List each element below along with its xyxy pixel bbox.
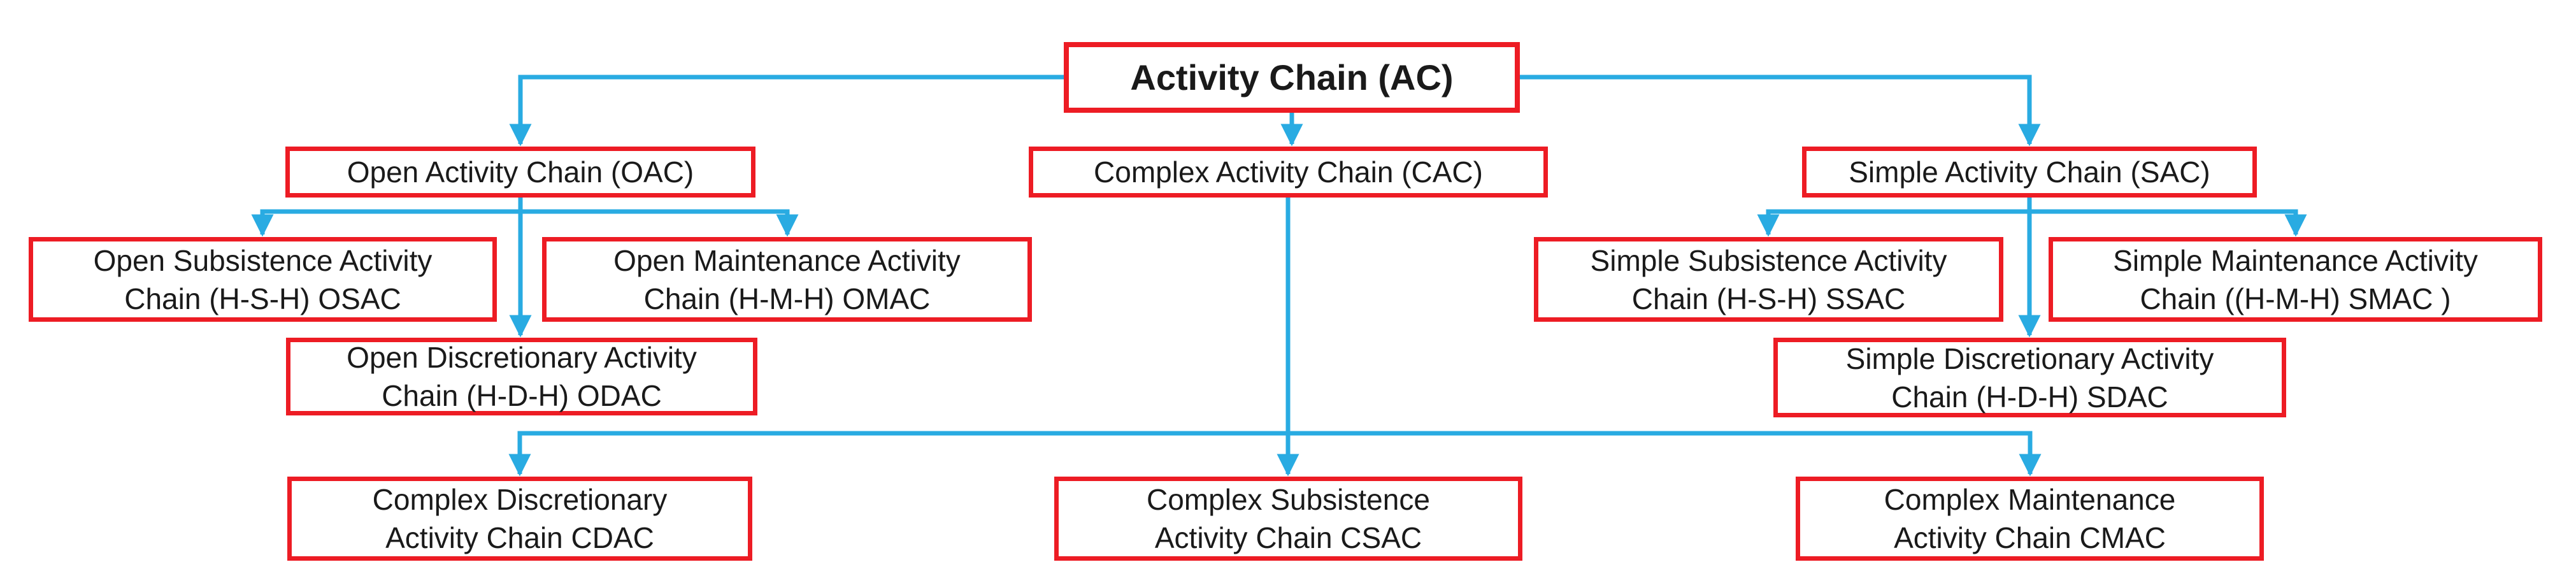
node-label: Chain (H-D-H) ODAC: [382, 379, 662, 412]
node-open-maintenance-activity-chain: Open Maintenance Activity Chain (H-M-H) …: [542, 237, 1032, 322]
node-label: Simple Maintenance Activity: [2113, 243, 2478, 277]
node-label: Simple Subsistence Activity: [1590, 243, 1947, 277]
node-label: Open Discretionary Activity: [347, 341, 697, 374]
node-complex-maintenance-activity-chain: Complex Maintenance Activity Chain CMAC: [1796, 477, 2264, 561]
node-complex-discretionary-activity-chain: Complex Discretionary Activity Chain CDA…: [287, 477, 752, 561]
edge-ac-sac: [1520, 75, 2041, 147]
node-label: Simple Activity Chain (SAC): [1849, 155, 2210, 189]
node-open-activity-chain: Open Activity Chain (OAC): [285, 147, 755, 198]
edge-cac-cdac: [508, 431, 1288, 477]
node-label: Complex Subsistence: [1147, 483, 1430, 516]
node-simple-activity-chain: Simple Activity Chain (SAC): [1802, 147, 2257, 198]
node-label: Chain (H-D-H) SDAC: [1891, 380, 2168, 414]
node-open-discretionary-activity-chain: Open Discretionary Activity Chain (H-D-H…: [286, 338, 757, 415]
node-simple-maintenance-activity-chain: Simple Maintenance Activity Chain ((H-M-…: [2049, 237, 2542, 322]
node-label: Complex Activity Chain (CAC): [1094, 155, 1483, 189]
node-label: Complex Maintenance: [1884, 483, 2176, 516]
edge-oac-osac: [251, 209, 520, 237]
edge-ac-oac: [509, 75, 1064, 147]
node-simple-discretionary-activity-chain: Simple Discretionary Activity Chain (H-D…: [1773, 338, 2286, 417]
node-open-subsistence-activity-chain: Open Subsistence Activity Chain (H-S-H) …: [29, 237, 497, 322]
edge-sac-ssac: [1757, 209, 2029, 237]
node-label: Open Activity Chain (OAC): [347, 155, 694, 189]
node-label: Chain (H-S-H) OSAC: [124, 282, 401, 315]
node-label: Open Subsistence Activity: [93, 243, 433, 277]
edge-oac-omac: [520, 209, 799, 237]
node-label: Activity Chain (AC): [1130, 57, 1454, 97]
node-label: Chain (H-M-H) OMAC: [643, 282, 931, 315]
node-complex-subsistence-activity-chain: Complex Subsistence Activity Chain CSAC: [1054, 477, 1522, 561]
node-activity-chain: Activity Chain (AC): [1064, 42, 1520, 113]
node-label: Chain (H-S-H) SSAC: [1631, 282, 1906, 315]
node-label: Complex Discretionary: [372, 483, 668, 516]
edge-sac-smac: [2029, 209, 2307, 237]
node-label: Chain ((H-M-H) SMAC ): [2140, 282, 2451, 315]
edge-cac-cmac: [1288, 431, 2042, 477]
node-label: Activity Chain CSAC: [1154, 521, 1422, 554]
node-label: Activity Chain CMAC: [1894, 521, 2166, 554]
node-label: Open Maintenance Activity: [613, 243, 961, 277]
node-label: Simple Discretionary Activity: [1845, 342, 2214, 375]
node-complex-activity-chain: Complex Activity Chain (CAC): [1029, 147, 1548, 198]
node-label: Activity Chain CDAC: [385, 521, 654, 554]
node-simple-subsistence-activity-chain: Simple Subsistence Activity Chain (H-S-H…: [1534, 237, 2003, 322]
